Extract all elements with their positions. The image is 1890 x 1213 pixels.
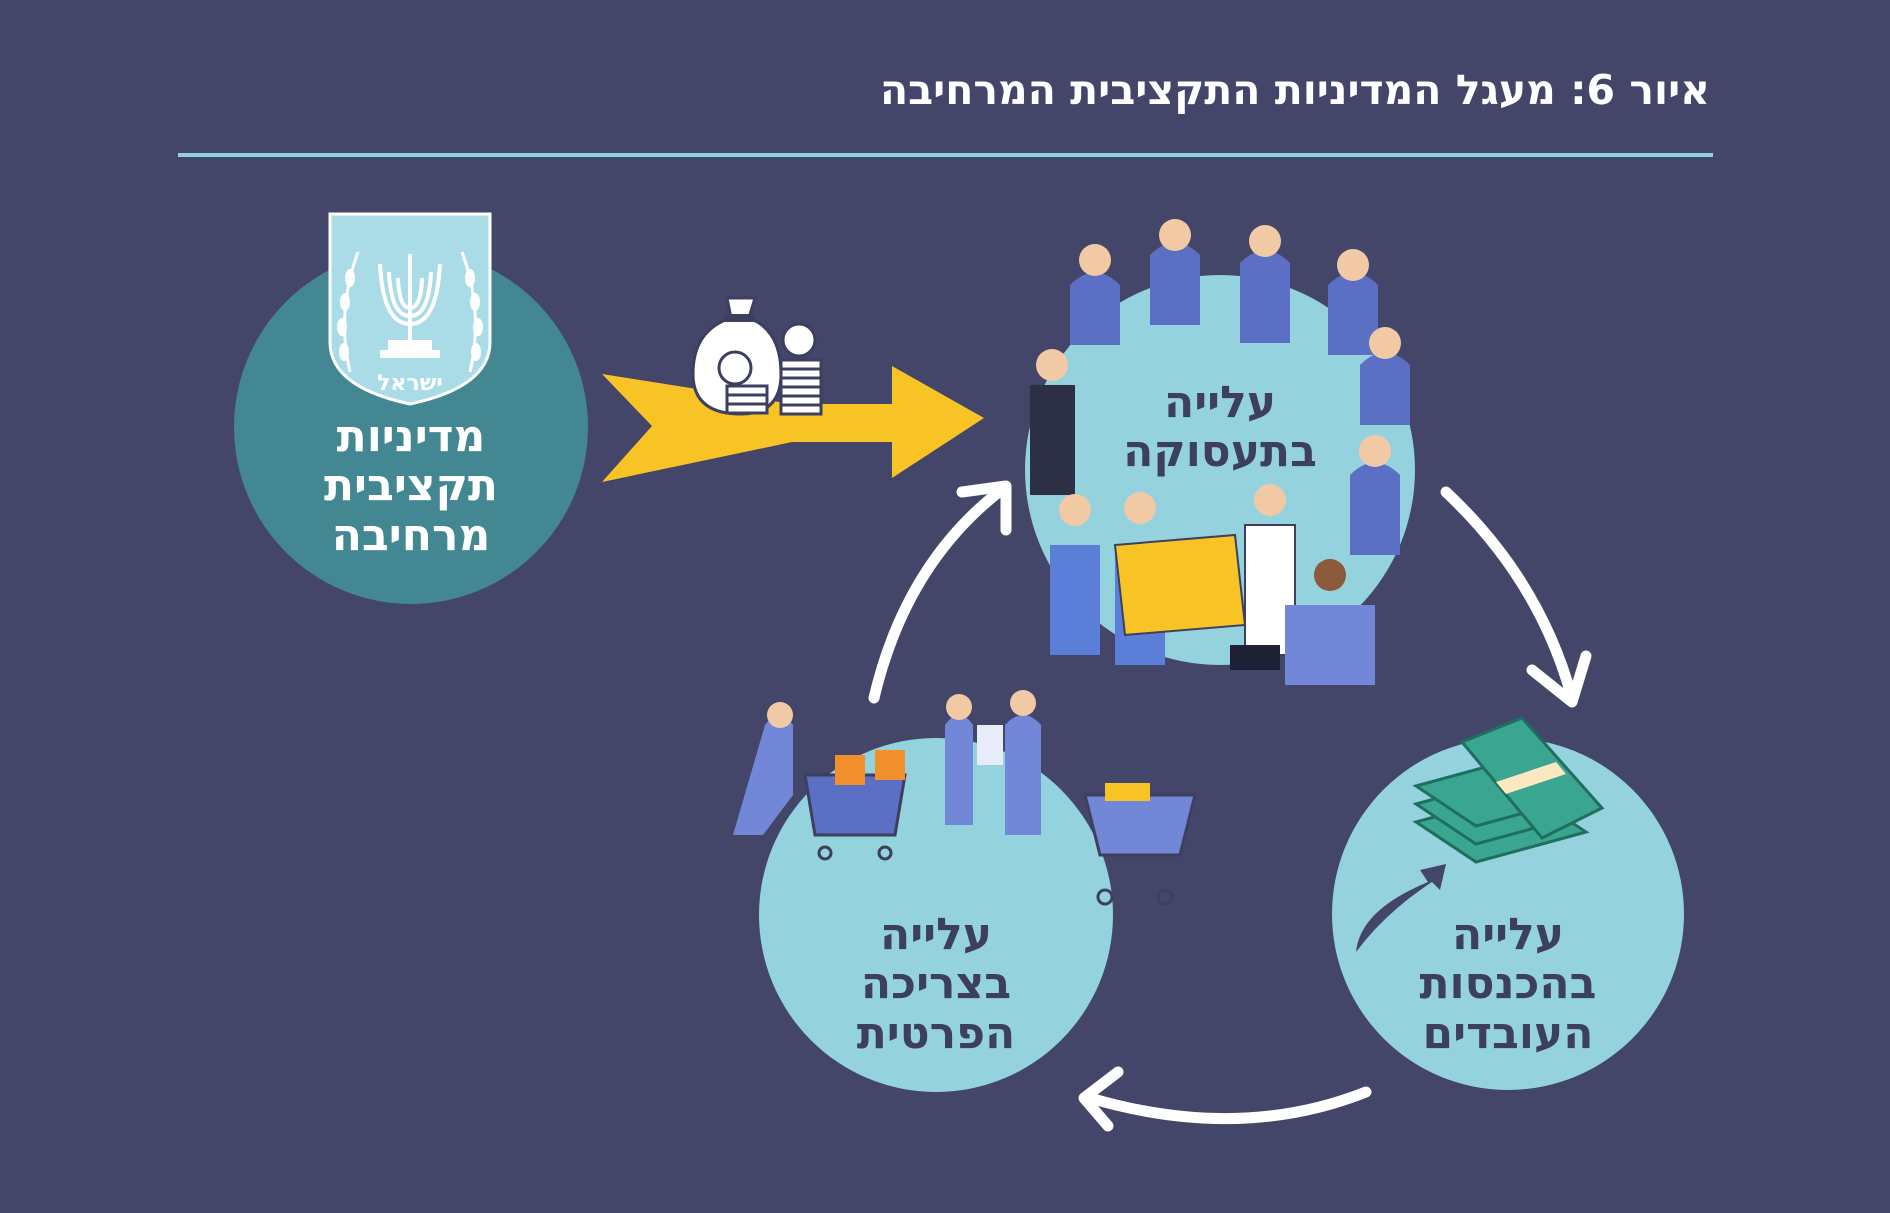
arrow-employment-to-income <box>1446 492 1572 698</box>
arrow-income-to-consumption <box>1090 1092 1366 1119</box>
arrow-consumption-to-employment <box>874 488 1004 698</box>
